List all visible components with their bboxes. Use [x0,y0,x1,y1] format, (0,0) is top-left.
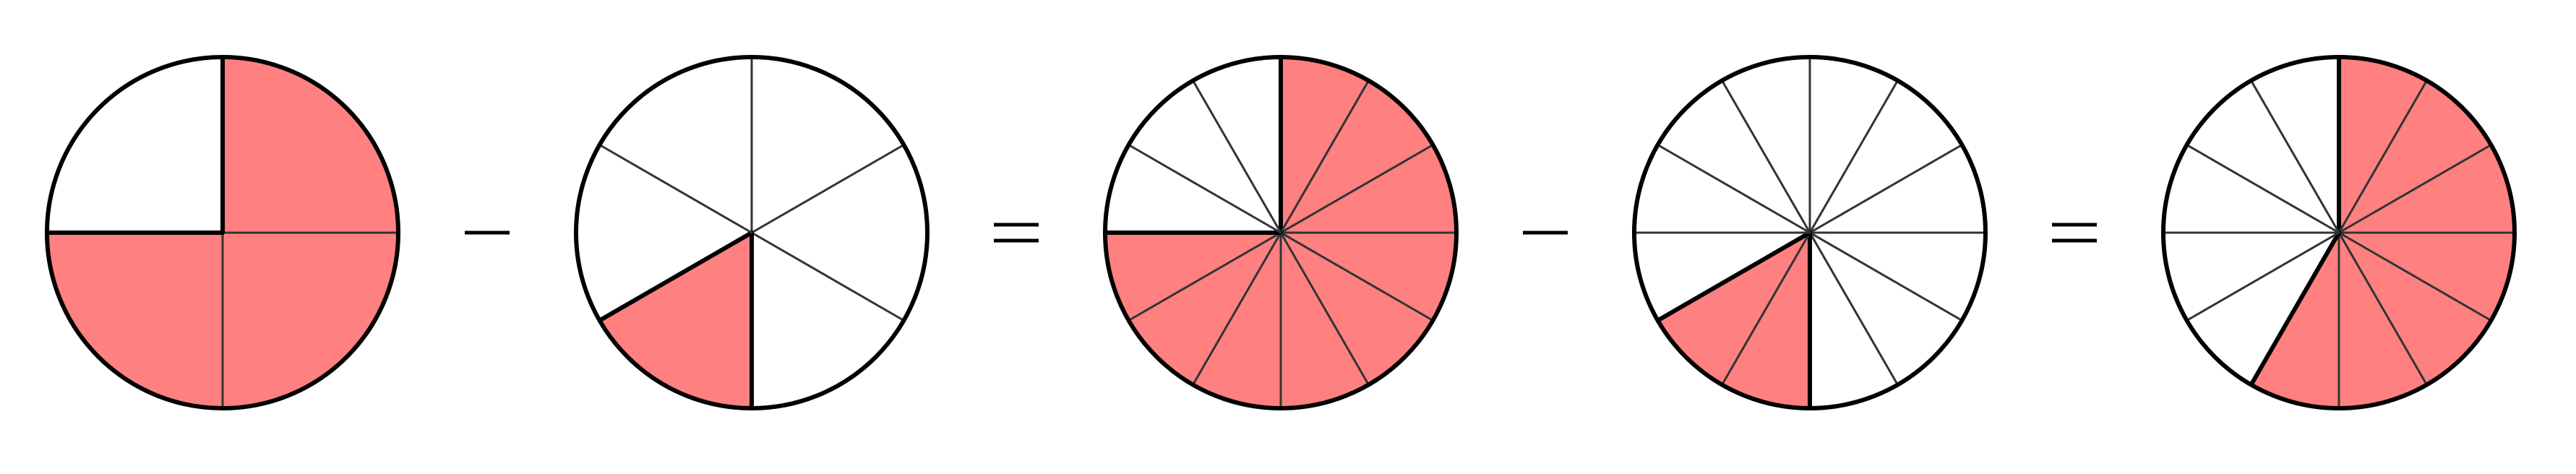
pie-a-shaded-sector-2 [47,233,223,408]
pie-c-shaded-sector-0 [1281,57,1369,233]
pie-c-shaded-sector-5 [1281,233,1369,408]
pie-d [1632,55,1988,410]
pie-e-divider-11 [2250,79,2340,234]
pie-c-divider-4 [1279,231,1434,322]
pie-b-divider-4 [597,230,754,323]
pie-c-shaded-sector-7 [1128,233,1281,385]
pie-d-divider-8 [1655,230,1812,323]
pie-b-divider-2 [750,231,905,322]
pie-a-shaded-sector-1 [223,233,398,408]
pie-c-divider-5 [1279,231,1370,386]
pie-c-shaded-sector-4 [1281,233,1433,385]
pie-e-divider-8 [2186,231,2340,322]
pie-e-shaded-sector-1 [2339,80,2491,233]
pie-b [574,55,929,410]
pie-e-outline [2161,55,2517,410]
pie-c-shaded-sector-2 [1281,145,1456,233]
pie-c-shaded-sector-3 [1281,233,1456,321]
pie-e-shaded-sector-0 [2339,57,2427,233]
pie-c-shaded-sector-8 [1105,233,1281,321]
pie-c-divider-7 [1192,231,1282,386]
pie-c-divider-2 [1279,144,1434,234]
pie-e-shaded-sector-6 [2251,233,2339,408]
pie-d-shaded-sector-7 [1657,233,1810,385]
pie-c-divider-11 [1192,79,1282,234]
pie-c [1103,55,1459,410]
pie-d-divider-2 [1808,144,1963,234]
pie-d-divider-11 [1721,79,1811,234]
pie-a-outline [45,55,400,410]
pie-e [2161,55,2517,410]
equals-sign-2 [2052,223,2097,243]
pie-a [45,55,400,410]
pie-d-divider-5 [1808,231,1899,386]
pie-e-divider-10 [2186,144,2340,234]
pie-e-divider-4 [2337,231,2492,322]
pie-c-outline [1103,55,1459,410]
pie-e-shaded-sector-4 [2339,233,2491,385]
pie-e-divider-7 [2249,230,2341,387]
pie-d-divider-10 [1657,144,1811,234]
pie-e-divider-2 [2337,144,2492,234]
pie-b-outline [574,55,929,410]
pie-b-divider-1 [750,144,905,234]
pie-e-divider-1 [2337,79,2428,234]
pie-a-shaded-sector-0 [223,57,398,233]
pie-e-divider-5 [2337,231,2428,386]
pie-e-shaded-sector-2 [2339,145,2515,233]
pie-c-shaded-sector-6 [1193,233,1281,408]
pie-e-shaded-sector-5 [2339,233,2427,408]
pie-c-divider-1 [1279,79,1370,234]
pie-c-shaded-sector-1 [1281,80,1433,233]
pie-c-divider-8 [1128,231,1282,322]
equals-sign-1 [994,223,1039,243]
pie-d-outline [1632,55,1988,410]
pie-c-divider-10 [1128,144,1282,234]
pie-b-divider-5 [598,144,753,234]
pie-e-shaded-sector-3 [2339,233,2515,321]
pie-d-shaded-sector-6 [1722,233,1810,408]
pie-d-divider-1 [1808,79,1899,234]
pie-d-divider-4 [1808,231,1963,322]
pie-d-divider-7 [1721,231,1811,386]
